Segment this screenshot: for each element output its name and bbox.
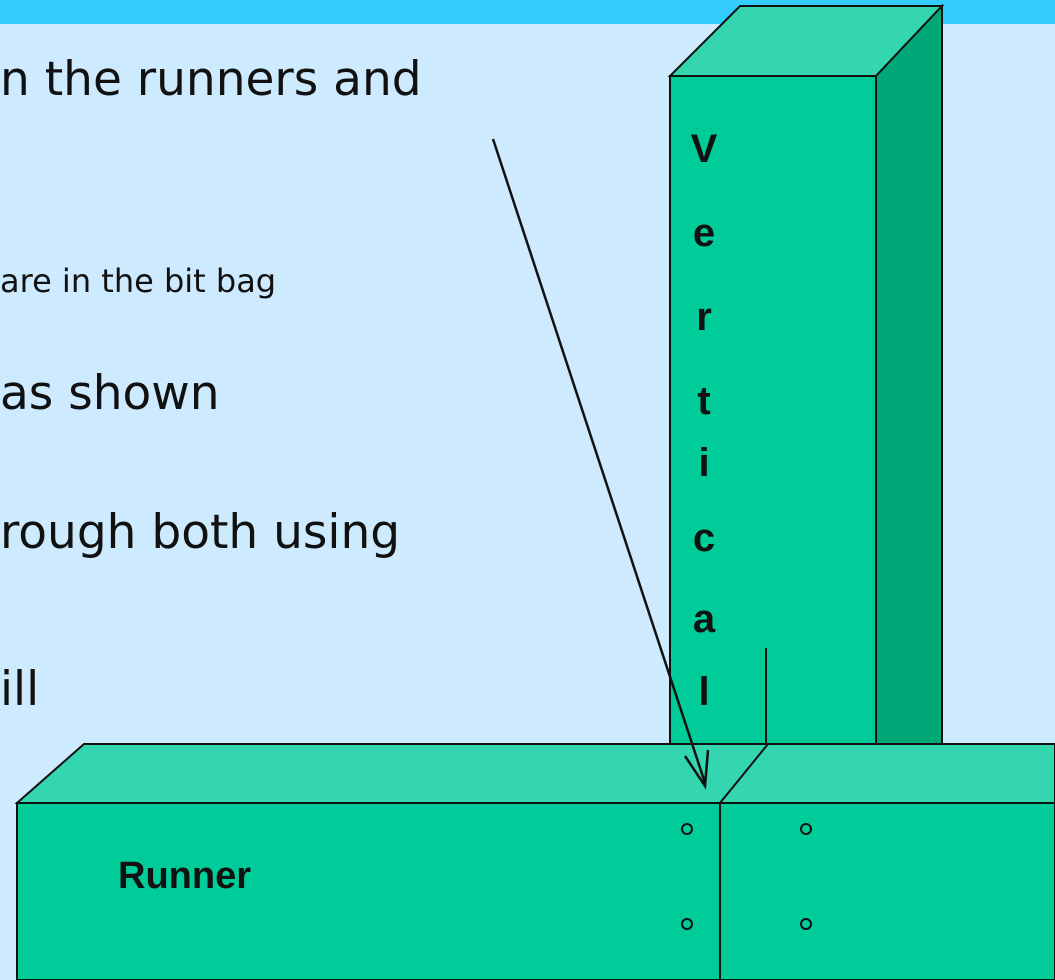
pointer-arrow-line	[491, 138, 707, 784]
bullet-line-4: ill	[0, 662, 40, 717]
vertical-letter: t	[697, 379, 711, 423]
vertical-side-face	[875, 3, 943, 746]
bolt-hole	[681, 823, 693, 835]
runner-label: Runner	[118, 855, 251, 897]
vertical-letter: V	[690, 127, 718, 171]
vertical-letter: l	[698, 670, 710, 714]
vertical-front-face	[669, 75, 877, 746]
vertical-letter: i	[698, 441, 710, 485]
bolt-hole	[800, 823, 812, 835]
vertical-letter: a	[692, 597, 716, 641]
bullet-line-3: rough both using	[0, 505, 401, 560]
vertical-letter: r	[696, 295, 712, 339]
bullet-sub-line: are in the bit bag	[0, 262, 277, 300]
runner-front-face	[16, 802, 1055, 980]
bolt-hole	[800, 918, 812, 930]
bullet-line-2: as shown	[0, 366, 220, 421]
bullet-line-1: n the runners and	[0, 52, 422, 107]
pointer-arrow-head	[683, 749, 710, 790]
bolt-hole	[681, 918, 693, 930]
vertical-letter: c	[692, 516, 716, 560]
vertical-letter: e	[692, 211, 716, 255]
runner-top-face	[14, 743, 1055, 804]
runner-top-divider	[719, 743, 769, 804]
